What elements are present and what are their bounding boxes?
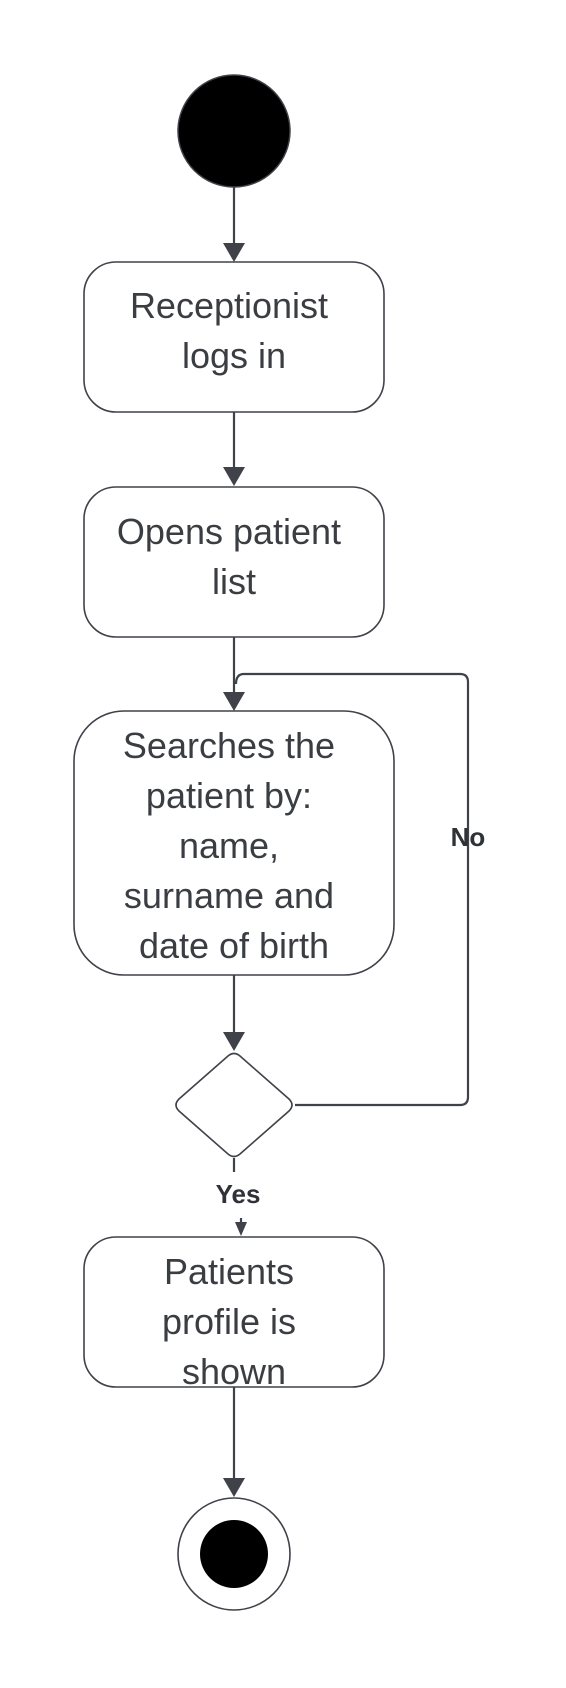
action-login: Receptionist logs in	[83, 261, 385, 413]
arrowhead-login	[223, 243, 245, 262]
action-open-list-label: Opens patient list	[117, 511, 351, 602]
arrowhead-open-list	[223, 467, 245, 486]
arrowhead-end	[223, 1478, 245, 1497]
arrowhead-decision	[223, 1032, 245, 1051]
action-open-list-line: Opens patient	[117, 511, 341, 552]
edge-label-no: No	[451, 822, 486, 852]
action-login-line: Receptionist	[130, 285, 328, 326]
action-profile-label: Patients profile is shown	[162, 1251, 306, 1392]
decision-node	[175, 1052, 293, 1158]
action-profile-box	[83, 1236, 385, 1388]
edge-decision-no-loop	[234, 672, 470, 1107]
action-open-list: Opens patient list	[83, 486, 385, 638]
action-search-box	[73, 710, 395, 976]
action-search-line: surname and	[124, 875, 334, 916]
action-profile-line: profile is	[162, 1301, 296, 1342]
action-login-label: Receptionist logs in	[130, 285, 338, 376]
action-search-line: Searches the	[123, 725, 335, 766]
final-node-core	[200, 1520, 268, 1588]
action-profile-line: Patients	[164, 1251, 294, 1292]
action-open-list-line: list	[212, 561, 256, 602]
initial-node	[177, 74, 291, 188]
action-search-line: date of birth	[139, 925, 329, 966]
action-profile: Patients profile is shown	[83, 1236, 385, 1392]
action-login-box	[83, 261, 385, 413]
action-search-line: name,	[179, 825, 279, 866]
action-login-line: logs in	[182, 335, 286, 376]
final-node	[177, 1497, 291, 1611]
arrowhead-search	[223, 692, 245, 711]
action-search: Searches the patient by: name, surname a…	[73, 710, 395, 976]
action-search-line: patient by:	[146, 775, 312, 816]
action-profile-line: shown	[182, 1351, 286, 1392]
edge-label-yes: Yes	[216, 1179, 261, 1209]
action-search-label: Searches the patient by: name, surname a…	[123, 725, 345, 966]
arrowhead-profile	[235, 1222, 247, 1236]
action-open-list-box	[83, 486, 385, 638]
edges	[223, 187, 470, 1497]
